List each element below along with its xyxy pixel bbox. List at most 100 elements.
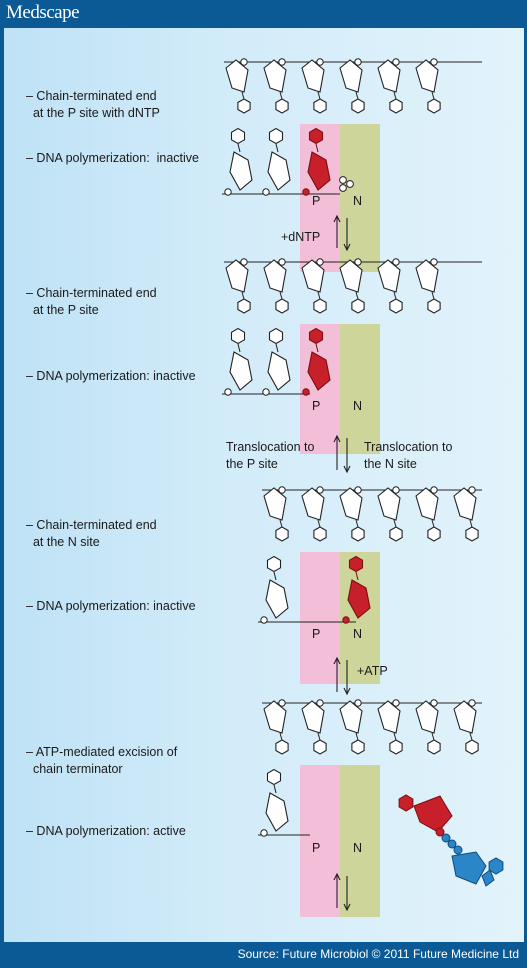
- arrow-down-1-head: [343, 243, 351, 252]
- sugar-ring: [229, 351, 253, 391]
- terminator-sugar: [413, 795, 453, 833]
- glycosidic-bond: [279, 91, 283, 100]
- glycosidic-bond: [273, 571, 277, 581]
- sugar-ring: [453, 700, 477, 734]
- sugar-ring: [415, 487, 439, 521]
- phosphate: [316, 486, 324, 494]
- sugar-ring: [377, 259, 401, 293]
- medscape-logo: Medscape: [6, 2, 80, 23]
- base-ring: [230, 127, 246, 145]
- glycosidic-bond: [273, 784, 277, 794]
- base-ring: [351, 526, 365, 542]
- sugar-ring: [225, 59, 249, 93]
- state-1-n-label: N: [353, 194, 363, 208]
- terminator-sugar: [307, 151, 331, 191]
- base-ring: [427, 526, 441, 542]
- sugar-ring: [377, 700, 401, 734]
- sugar-ring: [339, 259, 363, 293]
- arrow-down-2-head: [343, 465, 351, 474]
- phosphate: [354, 58, 362, 66]
- translocation-to-p-label: Translocation to the P site: [226, 440, 315, 471]
- glycosidic-bond: [275, 343, 279, 353]
- phosphate: [302, 188, 310, 196]
- phosphate: [316, 258, 324, 266]
- sugar-ring: [377, 487, 401, 521]
- state-2-n-label: N: [353, 399, 363, 413]
- glycosidic-bond: [317, 519, 321, 528]
- glycosidic-bond: [315, 143, 319, 153]
- glycosidic-bond: [317, 732, 321, 741]
- sugar-ring: [339, 487, 363, 521]
- sugar-ring: [415, 59, 439, 93]
- glycosidic-bond: [317, 91, 321, 100]
- terminator-sugar: [307, 351, 331, 391]
- glycosidic-bond: [279, 519, 283, 528]
- phosphate: [224, 388, 232, 396]
- base-ring: [275, 739, 289, 755]
- glycosidic-bond: [393, 291, 397, 300]
- phosphate: [342, 616, 350, 624]
- state-1-activity: – DNA polymerization: inactive: [26, 151, 199, 165]
- atp-terminator-product: [398, 794, 504, 887]
- atp-label: +ATP: [357, 664, 388, 678]
- glycosidic-bond: [279, 732, 283, 741]
- base-ring: [237, 298, 251, 314]
- complex-3: [258, 486, 482, 624]
- phosphate: [240, 58, 248, 66]
- phosphate: [302, 388, 310, 396]
- p-site-region: [300, 124, 340, 272]
- state-4-p-label: P: [312, 841, 321, 855]
- base-ring: [389, 98, 403, 114]
- base-ring: [275, 98, 289, 114]
- phosphate: [260, 616, 268, 624]
- glycosidic-bond: [469, 519, 473, 528]
- glycosidic-bond: [355, 732, 359, 741]
- glycosidic-bond: [275, 143, 279, 153]
- phosphate: [430, 699, 438, 707]
- phosphate: [392, 58, 400, 66]
- base-ring: [465, 739, 479, 755]
- state-2-p-label: P: [312, 399, 321, 413]
- phosphate: [430, 58, 438, 66]
- glycosidic-bond: [393, 91, 397, 100]
- source-credit: Source: Future Microbiol © 2011 Future M…: [237, 947, 519, 961]
- sugar-ring: [301, 59, 325, 93]
- arrow-down-3-head: [343, 687, 351, 696]
- phosphate: [278, 699, 286, 707]
- base-ring: [389, 739, 403, 755]
- phosphate: [224, 188, 232, 196]
- sugar-ring: [301, 259, 325, 293]
- atp-adenine-ring: [488, 857, 504, 875]
- phosphate: [392, 258, 400, 266]
- dntp-label: +dNTP: [281, 230, 321, 244]
- glycosidic-bond: [241, 291, 245, 300]
- base-ring: [313, 98, 327, 114]
- glycosidic-bond: [393, 519, 397, 528]
- terminator-base: [308, 327, 324, 345]
- glycosidic-bond: [431, 732, 435, 741]
- base-ring: [465, 526, 479, 542]
- footer-bar: Source: Future Microbiol © 2011 Future M…: [0, 942, 527, 968]
- sugar-ring: [301, 700, 325, 734]
- base-ring: [268, 127, 284, 145]
- header-bar: Medscape: [0, 0, 527, 28]
- phosphate: [316, 58, 324, 66]
- state-3-activity: – DNA polymerization: inactive: [26, 599, 196, 613]
- glycosidic-bond: [241, 91, 245, 100]
- atp-adenine-ring: [481, 869, 495, 887]
- state-2-activity: – DNA polymerization: inactive: [26, 369, 196, 383]
- sugar-ring: [263, 259, 287, 293]
- sugar-ring: [339, 700, 363, 734]
- phosphate: [240, 258, 248, 266]
- state-3-description: – Chain-terminated end at the N site: [26, 518, 157, 549]
- phosphate: [260, 829, 268, 837]
- sugar-ring: [377, 59, 401, 93]
- base-ring: [427, 298, 441, 314]
- arrow-up-3-head: [333, 656, 341, 665]
- base-ring: [275, 298, 289, 314]
- atp-phosphate: [453, 845, 463, 855]
- phosphate: [354, 486, 362, 494]
- phosphate: [278, 58, 286, 66]
